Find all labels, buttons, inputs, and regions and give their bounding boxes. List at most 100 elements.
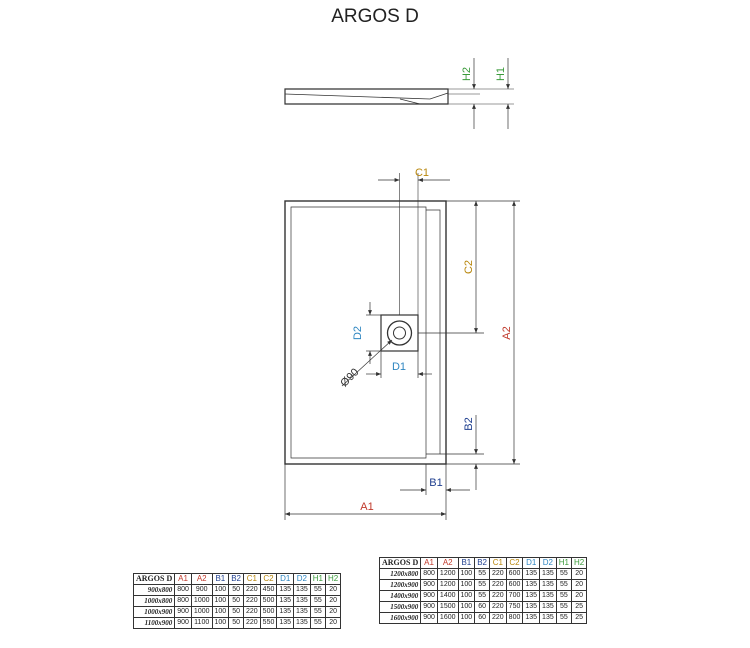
- value-cell: 55: [555, 601, 572, 613]
- value-cell: 135: [276, 617, 295, 629]
- value-cell: 1200: [436, 579, 459, 591]
- value-cell: 700: [505, 590, 524, 602]
- value-cell: 135: [276, 606, 295, 618]
- value-cell: 55: [555, 568, 572, 580]
- table-col-header-b2: B2: [228, 573, 244, 585]
- value-cell: 135: [293, 606, 311, 618]
- value-cell: 100: [457, 579, 476, 591]
- table-col-header-d1: D1: [522, 557, 541, 569]
- table-col-header-d2: D2: [293, 573, 311, 585]
- plan-view: [284, 173, 447, 465]
- a2-label: A2: [501, 326, 513, 339]
- value-cell: 55: [555, 590, 572, 602]
- value-cell: 135: [522, 579, 541, 591]
- tray-profile-slope: [284, 92, 449, 100]
- b2-label: B2: [463, 417, 475, 430]
- technical-drawing: H2 H1: [284, 58, 520, 520]
- value-cell: 500: [259, 606, 278, 618]
- drain-profile: [399, 98, 421, 105]
- table-col-header-a2: A2: [190, 573, 213, 585]
- value-cell: 20: [324, 595, 342, 607]
- value-cell: 100: [457, 601, 476, 613]
- value-cell: 135: [522, 601, 541, 613]
- value-cell: 220: [242, 595, 261, 607]
- drain-outer-circle: [386, 320, 413, 346]
- table-col-header-b1: B1: [457, 557, 476, 569]
- value-cell: 20: [324, 617, 342, 629]
- value-cell: 20: [570, 568, 588, 580]
- value-cell: 1500: [436, 601, 459, 613]
- value-cell: 100: [211, 595, 230, 607]
- value-cell: 55: [474, 590, 490, 602]
- size-cell: 1400x900: [378, 590, 422, 602]
- plan-dimensions: [284, 178, 520, 520]
- value-cell: 135: [522, 568, 541, 580]
- value-cell: 135: [539, 601, 557, 613]
- size-cell: 1200x800: [378, 568, 422, 580]
- value-cell: 800: [420, 568, 438, 580]
- value-cell: 55: [309, 606, 326, 618]
- value-cell: 600: [505, 568, 524, 580]
- value-cell: 220: [488, 590, 507, 602]
- value-cell: 25: [570, 612, 588, 624]
- tray-outline: [284, 200, 447, 465]
- c1-label: C1: [415, 167, 429, 179]
- size-cell: 1600x900: [378, 612, 422, 624]
- size-cell: 1000x900: [132, 606, 176, 618]
- value-cell: 135: [276, 584, 295, 596]
- h2-label: H2: [461, 67, 473, 81]
- table-col-header-c1: C1: [242, 573, 261, 585]
- value-cell: 100: [211, 584, 230, 596]
- table-col-header-c1: C1: [488, 557, 507, 569]
- size-cell: 900x800: [132, 584, 176, 596]
- value-cell: 900: [420, 590, 438, 602]
- table-col-header-d2: D2: [539, 557, 557, 569]
- value-cell: 50: [228, 584, 244, 596]
- value-cell: 1000: [190, 606, 213, 618]
- value-cell: 750: [505, 601, 524, 613]
- value-cell: 550: [259, 617, 278, 629]
- value-cell: 20: [324, 584, 342, 596]
- value-cell: 220: [242, 584, 261, 596]
- value-cell: 220: [488, 601, 507, 613]
- size-cell: 1000x800: [132, 595, 176, 607]
- value-cell: 100: [457, 590, 476, 602]
- table-col-header-h2: H2: [324, 573, 342, 585]
- value-cell: 135: [522, 612, 541, 624]
- table-col-header-h2: H2: [570, 557, 588, 569]
- table-col-header-h1: H1: [309, 573, 326, 585]
- diagram-title: ARGOS D: [331, 6, 419, 27]
- drain-channel: [426, 209, 441, 455]
- value-cell: 20: [324, 606, 342, 618]
- table-col-header-b1: B1: [211, 573, 230, 585]
- table-col-header-h1: H1: [555, 557, 572, 569]
- value-cell: 800: [505, 612, 524, 624]
- value-cell: 800: [174, 584, 192, 596]
- value-cell: 135: [539, 579, 557, 591]
- h1-label: H1: [495, 67, 507, 81]
- value-cell: 900: [420, 579, 438, 591]
- value-cell: 100: [457, 612, 476, 624]
- table-col-header-b2: B2: [474, 557, 490, 569]
- value-cell: 220: [488, 612, 507, 624]
- table-model-header: ARGOS D: [132, 573, 176, 585]
- value-cell: 100: [211, 617, 230, 629]
- value-cell: 50: [228, 606, 244, 618]
- value-cell: 900: [420, 601, 438, 613]
- value-cell: 135: [539, 590, 557, 602]
- value-cell: 135: [522, 590, 541, 602]
- value-cell: 55: [555, 612, 572, 624]
- table-col-header-c2: C2: [259, 573, 278, 585]
